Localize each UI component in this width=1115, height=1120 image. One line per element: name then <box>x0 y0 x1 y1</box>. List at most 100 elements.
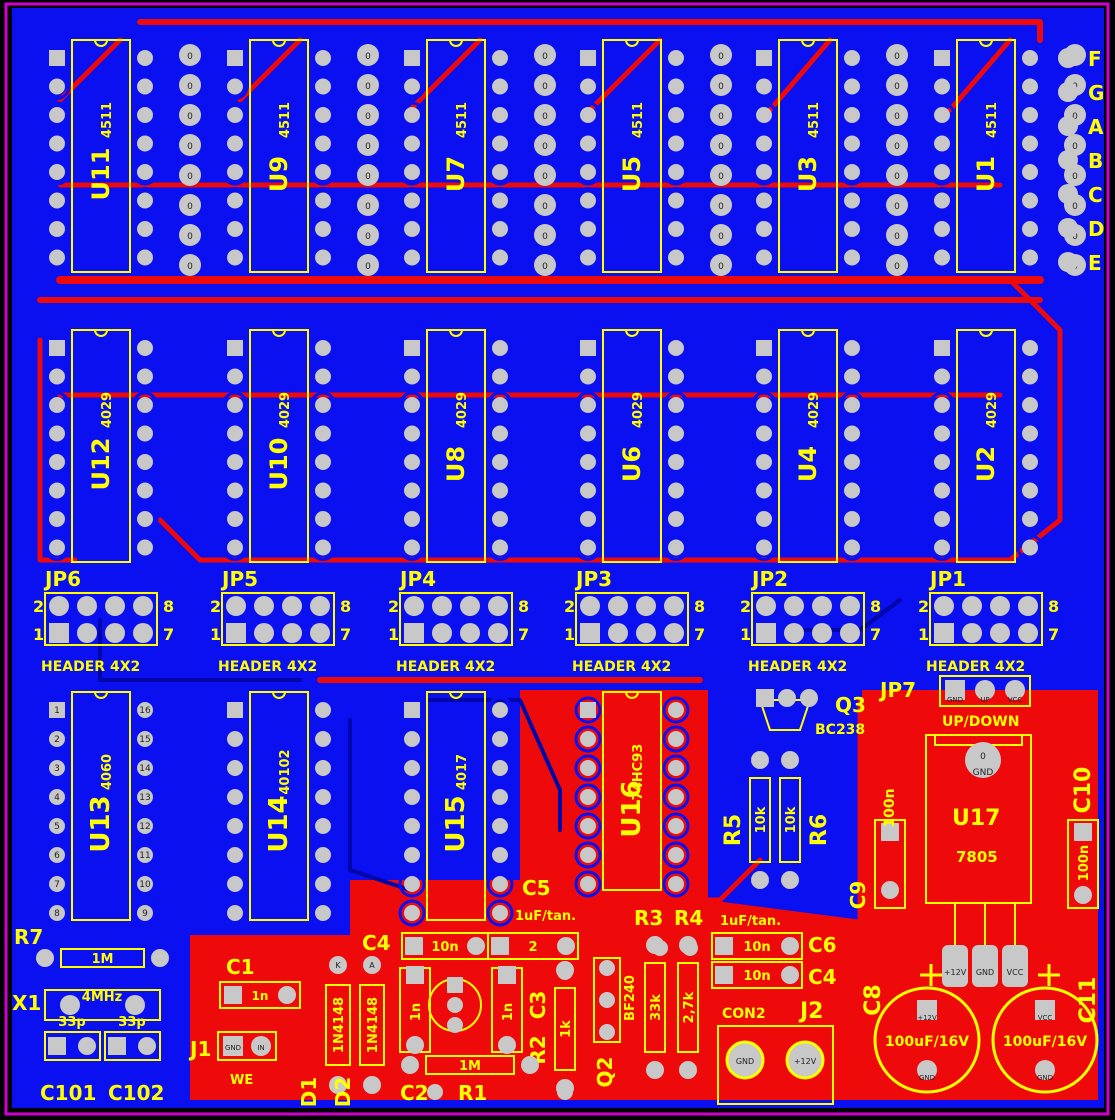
pad-text: A <box>369 961 375 970</box>
jumper-outline <box>217 1031 277 1061</box>
pad-clearance <box>398 215 426 243</box>
diode-value: 1N4148 <box>366 997 381 1053</box>
ic-pin-right <box>137 454 153 470</box>
segment-pad <box>179 104 201 126</box>
pad-clearance <box>838 215 866 243</box>
ic-pin-right <box>137 107 153 123</box>
pad-clearance <box>662 505 690 533</box>
header-pin <box>310 596 330 616</box>
transistor-pin <box>599 1024 615 1040</box>
ic-notch <box>801 329 815 337</box>
pad-text: 0 <box>187 82 193 92</box>
header-pin <box>105 596 125 616</box>
pad-clearance <box>1016 391 1044 419</box>
pad-clearance <box>1016 158 1044 186</box>
pad-text: 0 <box>542 82 548 92</box>
ic-value-label: 4511 <box>631 102 646 138</box>
header-pin-number: 7 <box>163 625 174 644</box>
segment-pad <box>710 194 732 216</box>
cap-outline <box>1067 819 1099 909</box>
pad-clearance <box>309 101 337 129</box>
pad-clearance <box>662 420 690 447</box>
header-pin-number: 8 <box>340 597 351 616</box>
ic-notch <box>449 39 463 47</box>
cap-pad <box>491 937 509 955</box>
ic-pin-left <box>404 539 420 556</box>
pad-clearance <box>309 391 337 419</box>
pad-clearance <box>221 334 249 362</box>
segment-pad <box>534 44 556 66</box>
pad-clearance <box>398 391 426 419</box>
ic-pin-right <box>137 249 153 266</box>
pad-clearance <box>221 448 249 476</box>
pad-clearance <box>574 783 602 811</box>
cap-outline <box>219 981 301 1009</box>
terminal-ref: J2 <box>798 999 824 1024</box>
pad-clearance <box>221 754 249 782</box>
ic-pin-right <box>668 192 684 209</box>
pad-text: 0 <box>718 172 724 182</box>
header-pin-number: 1 <box>564 625 575 644</box>
pad-clearance <box>486 754 514 782</box>
ic-pin-left <box>934 340 950 356</box>
pad-clearance <box>43 158 71 186</box>
cap-ref: C3 <box>526 991 550 1020</box>
pad-clearance <box>486 899 514 927</box>
pad-clearance <box>398 841 426 869</box>
ic-pin-right <box>492 340 508 356</box>
pad-text: 0 <box>542 112 548 122</box>
pad-clearance <box>838 130 866 157</box>
header-pin <box>226 596 246 616</box>
pad-text: K <box>335 961 341 970</box>
header-pin <box>310 623 330 643</box>
cap-ref: C5 <box>522 876 551 900</box>
ic-pin-left <box>404 340 420 356</box>
segment-label: F <box>1088 47 1102 71</box>
jp7-pin-label: UP <box>980 696 989 704</box>
header-pin-number: 2 <box>210 597 221 616</box>
ic-pin-left <box>934 454 950 470</box>
cap-value: 2 <box>528 940 537 955</box>
ic-outline <box>778 329 838 563</box>
pad-clearance <box>928 534 956 561</box>
ic-pin-left <box>227 905 243 921</box>
ic-pin-left <box>580 847 596 863</box>
electrolytic-pad <box>917 1000 937 1020</box>
pad-text: 0 <box>1072 112 1078 122</box>
cap-pad <box>1074 886 1092 904</box>
ic-pin-left <box>580 135 596 152</box>
cap-outline <box>874 819 906 909</box>
pad-clearance <box>662 130 690 157</box>
ic-value-label: 74HC93 <box>631 744 646 801</box>
pad-clearance <box>398 870 426 898</box>
analog-region-copper <box>190 690 862 1100</box>
ic-pin-left <box>756 539 772 556</box>
pad-clearance <box>1016 187 1044 214</box>
pad-text: 0 <box>365 202 371 212</box>
pad-clearance <box>1016 477 1044 504</box>
cap-value: 100n <box>1077 845 1092 881</box>
pad-clearance <box>309 244 337 271</box>
pad-clearance <box>838 73 866 100</box>
pad-clearance <box>309 505 337 533</box>
pad-clearance <box>221 44 249 72</box>
ic-value-label: 4060 <box>100 754 115 790</box>
ic-pin-right <box>492 511 508 527</box>
header-pin-number: 2 <box>388 597 399 616</box>
pad-clearance <box>574 73 602 100</box>
header-pin <box>990 596 1010 616</box>
segment-pad <box>534 224 556 246</box>
ic-pin-left <box>580 425 596 442</box>
pad-clearance <box>43 783 71 811</box>
segment-output-pad <box>1058 184 1078 204</box>
pad-clearance <box>574 334 602 362</box>
header-pin-number: 1 <box>33 625 44 644</box>
cap-pad <box>498 1036 516 1054</box>
resistor-body <box>644 962 666 1053</box>
pad-clearance <box>838 244 866 271</box>
header-pin <box>934 623 954 643</box>
ic-pin-left <box>49 135 65 152</box>
header-pin <box>254 596 274 616</box>
resistor-ref: R6 <box>807 814 832 846</box>
ic-pin-left <box>934 192 950 209</box>
